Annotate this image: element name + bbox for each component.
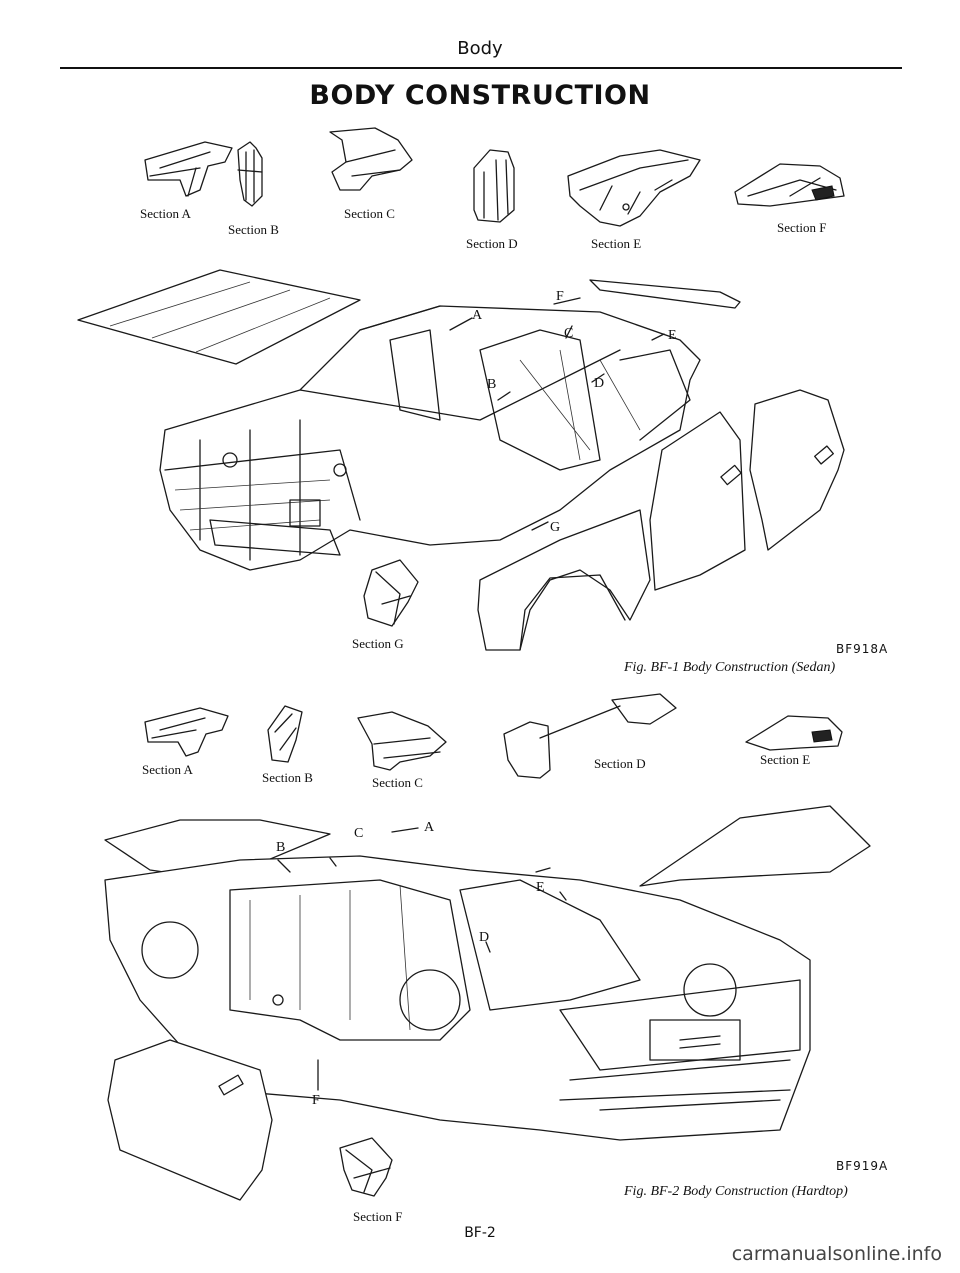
section-c-icon bbox=[357, 711, 447, 771]
fig1-section-e-label: Section E bbox=[591, 236, 642, 251]
page-number: BF-2 bbox=[464, 1225, 496, 1241]
fig1-callout-c: C bbox=[564, 326, 574, 341]
fig2-callout-b: B bbox=[276, 840, 286, 855]
fig1-callout-e: E bbox=[668, 328, 677, 343]
fig1-section-g-label: Section G bbox=[352, 636, 404, 651]
fig1-section-a-label: Section A bbox=[140, 206, 191, 221]
section-g-icon bbox=[363, 559, 419, 627]
running-header: Body bbox=[457, 38, 503, 59]
header-rule bbox=[60, 67, 902, 69]
section-d-icon bbox=[473, 149, 515, 223]
fig2-callout-f: F bbox=[312, 1093, 320, 1108]
fig2-section-e-label: Section E bbox=[760, 752, 811, 767]
fig1-callout-a: A bbox=[472, 308, 483, 323]
fig2-section-f-label: Section F bbox=[353, 1209, 403, 1224]
fig2-section-b-label: Section B bbox=[262, 770, 313, 785]
fig2-callout-d: D bbox=[479, 930, 490, 945]
fig2-callout-c: C bbox=[354, 826, 364, 841]
fig1-callout-d: D bbox=[594, 376, 605, 391]
section-a-icon bbox=[144, 141, 233, 197]
fig2-section-c-label: Section C bbox=[372, 775, 423, 790]
hood-panel-sedan bbox=[77, 269, 361, 365]
fig2-callout-a: A bbox=[424, 820, 435, 835]
front-door-sedan bbox=[649, 411, 746, 591]
section-f-icon bbox=[734, 163, 845, 207]
front-fender-sedan bbox=[477, 509, 651, 651]
section-d-icon bbox=[503, 693, 677, 779]
fig2-caption: Fig. BF-2 Body Construction (Hardtop) bbox=[624, 1184, 848, 1199]
site-watermark[interactable]: carmanualsonline.info bbox=[731, 1243, 942, 1265]
fig1-caption: Fig. BF-1 Body Construction (Sedan) bbox=[624, 660, 836, 675]
fig1-section-c-label: Section C bbox=[344, 206, 395, 221]
roof-rail-part bbox=[589, 279, 741, 309]
fig1-section-b-label: Section B bbox=[228, 222, 279, 237]
door-hardtop bbox=[107, 1039, 273, 1201]
section-f-icon bbox=[339, 1137, 393, 1197]
sedan-body-icon bbox=[159, 305, 701, 571]
section-a-icon bbox=[144, 707, 229, 757]
fig2-callout-e: E bbox=[536, 880, 545, 895]
section-c-icon bbox=[329, 127, 413, 191]
fig1-callout-g: G bbox=[550, 520, 561, 535]
rear-door-sedan bbox=[749, 389, 845, 551]
fig1-callout-f: F bbox=[556, 289, 564, 304]
section-e-icon bbox=[567, 149, 701, 227]
fig1-section-f-label: Section F bbox=[777, 220, 827, 235]
trunk-lid-hardtop bbox=[639, 805, 871, 887]
fig2-section-d-label: Section D bbox=[594, 756, 646, 771]
section-b-icon bbox=[237, 141, 263, 207]
fig1-callout-b: B bbox=[487, 377, 497, 392]
section-e-icon bbox=[745, 715, 843, 751]
section-b-icon bbox=[267, 705, 303, 763]
fig2-section-a-label: Section A bbox=[142, 762, 193, 777]
callout-arrows-hardtop bbox=[277, 827, 567, 1091]
roof-panel-hardtop bbox=[104, 819, 331, 881]
fig1-section-d-label: Section D bbox=[466, 236, 518, 251]
callout-arrows-sedan bbox=[449, 297, 665, 531]
page-title: BODY CONSTRUCTION bbox=[309, 80, 651, 111]
fig2-code: BF919A bbox=[836, 1159, 889, 1173]
fig1-code: BF918A bbox=[836, 642, 889, 656]
